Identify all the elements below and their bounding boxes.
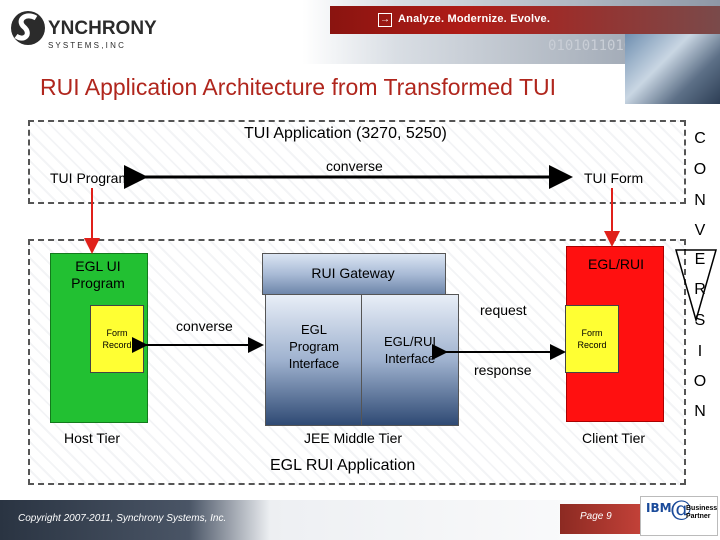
host-tier-label: Host Tier	[64, 430, 121, 446]
tui-program-label: TUI Program	[50, 170, 131, 186]
rui-gateway-label: RUI Gateway	[311, 265, 395, 281]
page-number-box	[560, 504, 648, 534]
conversion-letter: O	[693, 161, 707, 178]
response-label: response	[474, 362, 532, 378]
ibm-at-icon: @	[670, 497, 692, 522]
footer-dark	[0, 500, 270, 540]
conversion-letter: O	[693, 373, 707, 390]
page-title: RUI Application Architecture from Transf…	[40, 74, 556, 100]
client-tier-label: Client Tier	[582, 430, 646, 446]
form-record-right-label: Form Record	[577, 328, 607, 350]
form-record-left: Form Record	[90, 305, 144, 373]
tui-form-label: TUI Form	[584, 170, 644, 186]
conversion-letter: E	[694, 251, 706, 268]
conversion-letter: C	[694, 130, 706, 147]
conversion-letter: S	[694, 312, 706, 329]
conversion-letter: V	[694, 222, 706, 239]
conversion-triangle	[675, 249, 717, 323]
middle-tier-label: JEE Middle Tier	[304, 430, 403, 446]
header-photo	[625, 34, 720, 104]
egl-rui-interface-label: EGL/RUI Interface	[383, 334, 436, 366]
synchrony-logo: YNCHRONY S Y S T E M S , I N C	[8, 6, 158, 54]
svg-text:YNCHRONY: YNCHRONY	[48, 18, 157, 39]
egl-rui-label: EGL/RUI	[588, 256, 645, 272]
tagline: Analyze. Modernize. Evolve.	[398, 13, 551, 25]
egl-ui-program-label: EGL UI Program	[71, 258, 125, 291]
binary-decoration: 0101011010	[548, 38, 633, 54]
arrow-box-icon: →	[378, 13, 392, 27]
ibm-logo-text: IBM	[646, 501, 672, 515]
rui-converse-label: converse	[176, 318, 233, 334]
form-record-left-label: Form Record	[102, 328, 132, 350]
request-label: request	[480, 302, 527, 318]
conversion-letter: R	[694, 281, 706, 298]
ibm-business-partner-logo	[640, 496, 718, 536]
egl-rui-interface: EGL/RUI Interface	[361, 294, 459, 426]
svg-text:S Y S T E M S , I N C: S Y S T E M S , I N C	[48, 41, 124, 50]
egl-program-interface-label: EGL Program Interface	[288, 322, 340, 371]
form-record-right: Form Record	[565, 305, 619, 373]
conversion-letter: N	[694, 403, 706, 420]
conversion-letter: N	[694, 192, 706, 209]
tui-application-region	[28, 120, 686, 204]
egl-rui-application-label: EGL RUI Application	[270, 457, 416, 474]
ibm-partner-text: Business Partner	[686, 505, 718, 520]
page-number: Page 9	[580, 511, 612, 522]
conversion-letter: I	[697, 343, 703, 360]
copyright: Copyright 2007-2011, Synchrony Systems, …	[18, 513, 227, 524]
tui-application-label: TUI Application (3270, 5250)	[244, 125, 447, 142]
tagline-band	[330, 6, 720, 34]
egl-program-interface: EGL Program Interface	[265, 294, 363, 426]
